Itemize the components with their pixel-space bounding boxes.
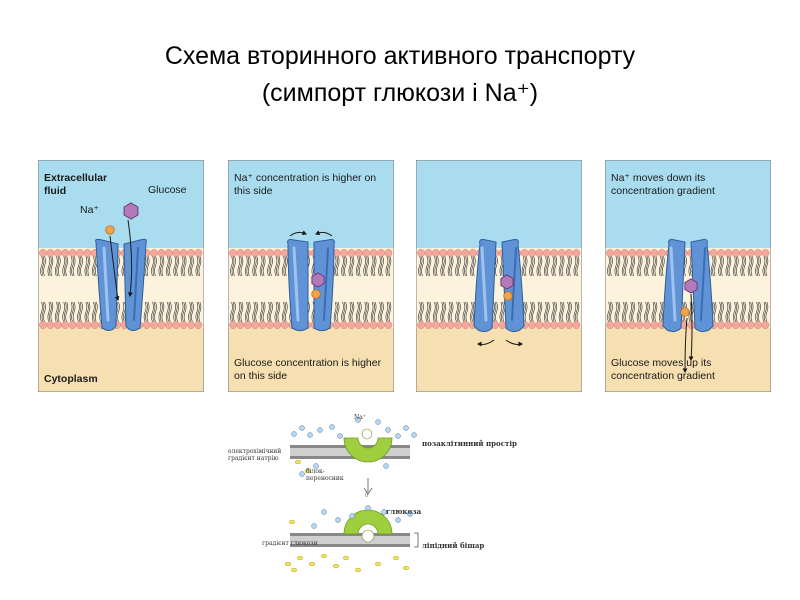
- glucose-label: Glucose: [148, 184, 187, 196]
- movement-arrow: [684, 317, 688, 373]
- symport-schematic: Na⁺ позаклітинний простір електрохімічни…: [228, 408, 528, 578]
- extracellular-fluid-label: Extracellular fluid: [44, 172, 108, 197]
- carrier-protein-label: білок-переносник: [306, 468, 344, 482]
- panel-conformation-change: [416, 160, 582, 392]
- sodium-concentration-text: Na⁺ concentration is higher on this side: [234, 172, 377, 197]
- slide-title-line1: Схема вторинного активного транспорту: [164, 42, 636, 70]
- glucose-molecule: [684, 278, 698, 294]
- symport-schematic-illustration: [284, 417, 419, 573]
- panel-initial-state: Extracellular fluid Na⁺ Glucose Cytoplas…: [38, 160, 204, 392]
- sodium-ion: [503, 291, 513, 301]
- glucose-molecule: [123, 202, 139, 220]
- glucose-gradient-label: градієнт глюкози: [262, 540, 318, 547]
- lipid-bilayer-label: ліпідний бішар: [422, 541, 485, 550]
- panel-release-state: Na⁺ moves down its concentration gradien…: [605, 160, 771, 392]
- panel-4-illustration: [605, 160, 771, 392]
- sodium-label: Na⁺: [80, 204, 99, 216]
- panel-1-illustration: [38, 160, 204, 392]
- extracellular-space-label: позаклітинний простір: [422, 439, 517, 448]
- sodium-moves-text: Na⁺ moves down its concentration gradien…: [611, 172, 715, 197]
- down-arrow-icon: ⇩: [364, 492, 370, 499]
- slide-title-line2: (симпорт глюкози і Na⁺): [261, 79, 539, 107]
- sodium-ion: [680, 307, 690, 317]
- movement-arrow: [690, 293, 693, 361]
- panel-2-illustration: [228, 160, 394, 392]
- glucose-molecule: [500, 274, 514, 290]
- transport-protein: [95, 238, 147, 331]
- movement-arrow: [127, 219, 133, 297]
- schematic-sodium-label: Na⁺: [354, 414, 366, 421]
- transport-protein: [662, 239, 714, 333]
- cytoplasm-label: Cytoplasm: [44, 373, 98, 385]
- glucose-concentration-text: Glucose concentration is higher on this …: [234, 357, 382, 382]
- glucose-label-ua: глюкоза: [386, 507, 422, 516]
- panel-binding-state: Na⁺ concentration is higher on this side…: [228, 160, 394, 392]
- panel-3-illustration: [416, 160, 582, 392]
- movement-arrow: [109, 235, 119, 301]
- electrochemical-gradient-label: електрохімічний градієнт натрію: [228, 448, 282, 462]
- transport-protein: [287, 239, 335, 332]
- sodium-ion: [105, 225, 115, 235]
- glucose-moves-text: Glucose moves up its concentration gradi…: [611, 357, 715, 382]
- sodium-ion: [311, 289, 321, 299]
- glucose-molecule: [311, 272, 325, 288]
